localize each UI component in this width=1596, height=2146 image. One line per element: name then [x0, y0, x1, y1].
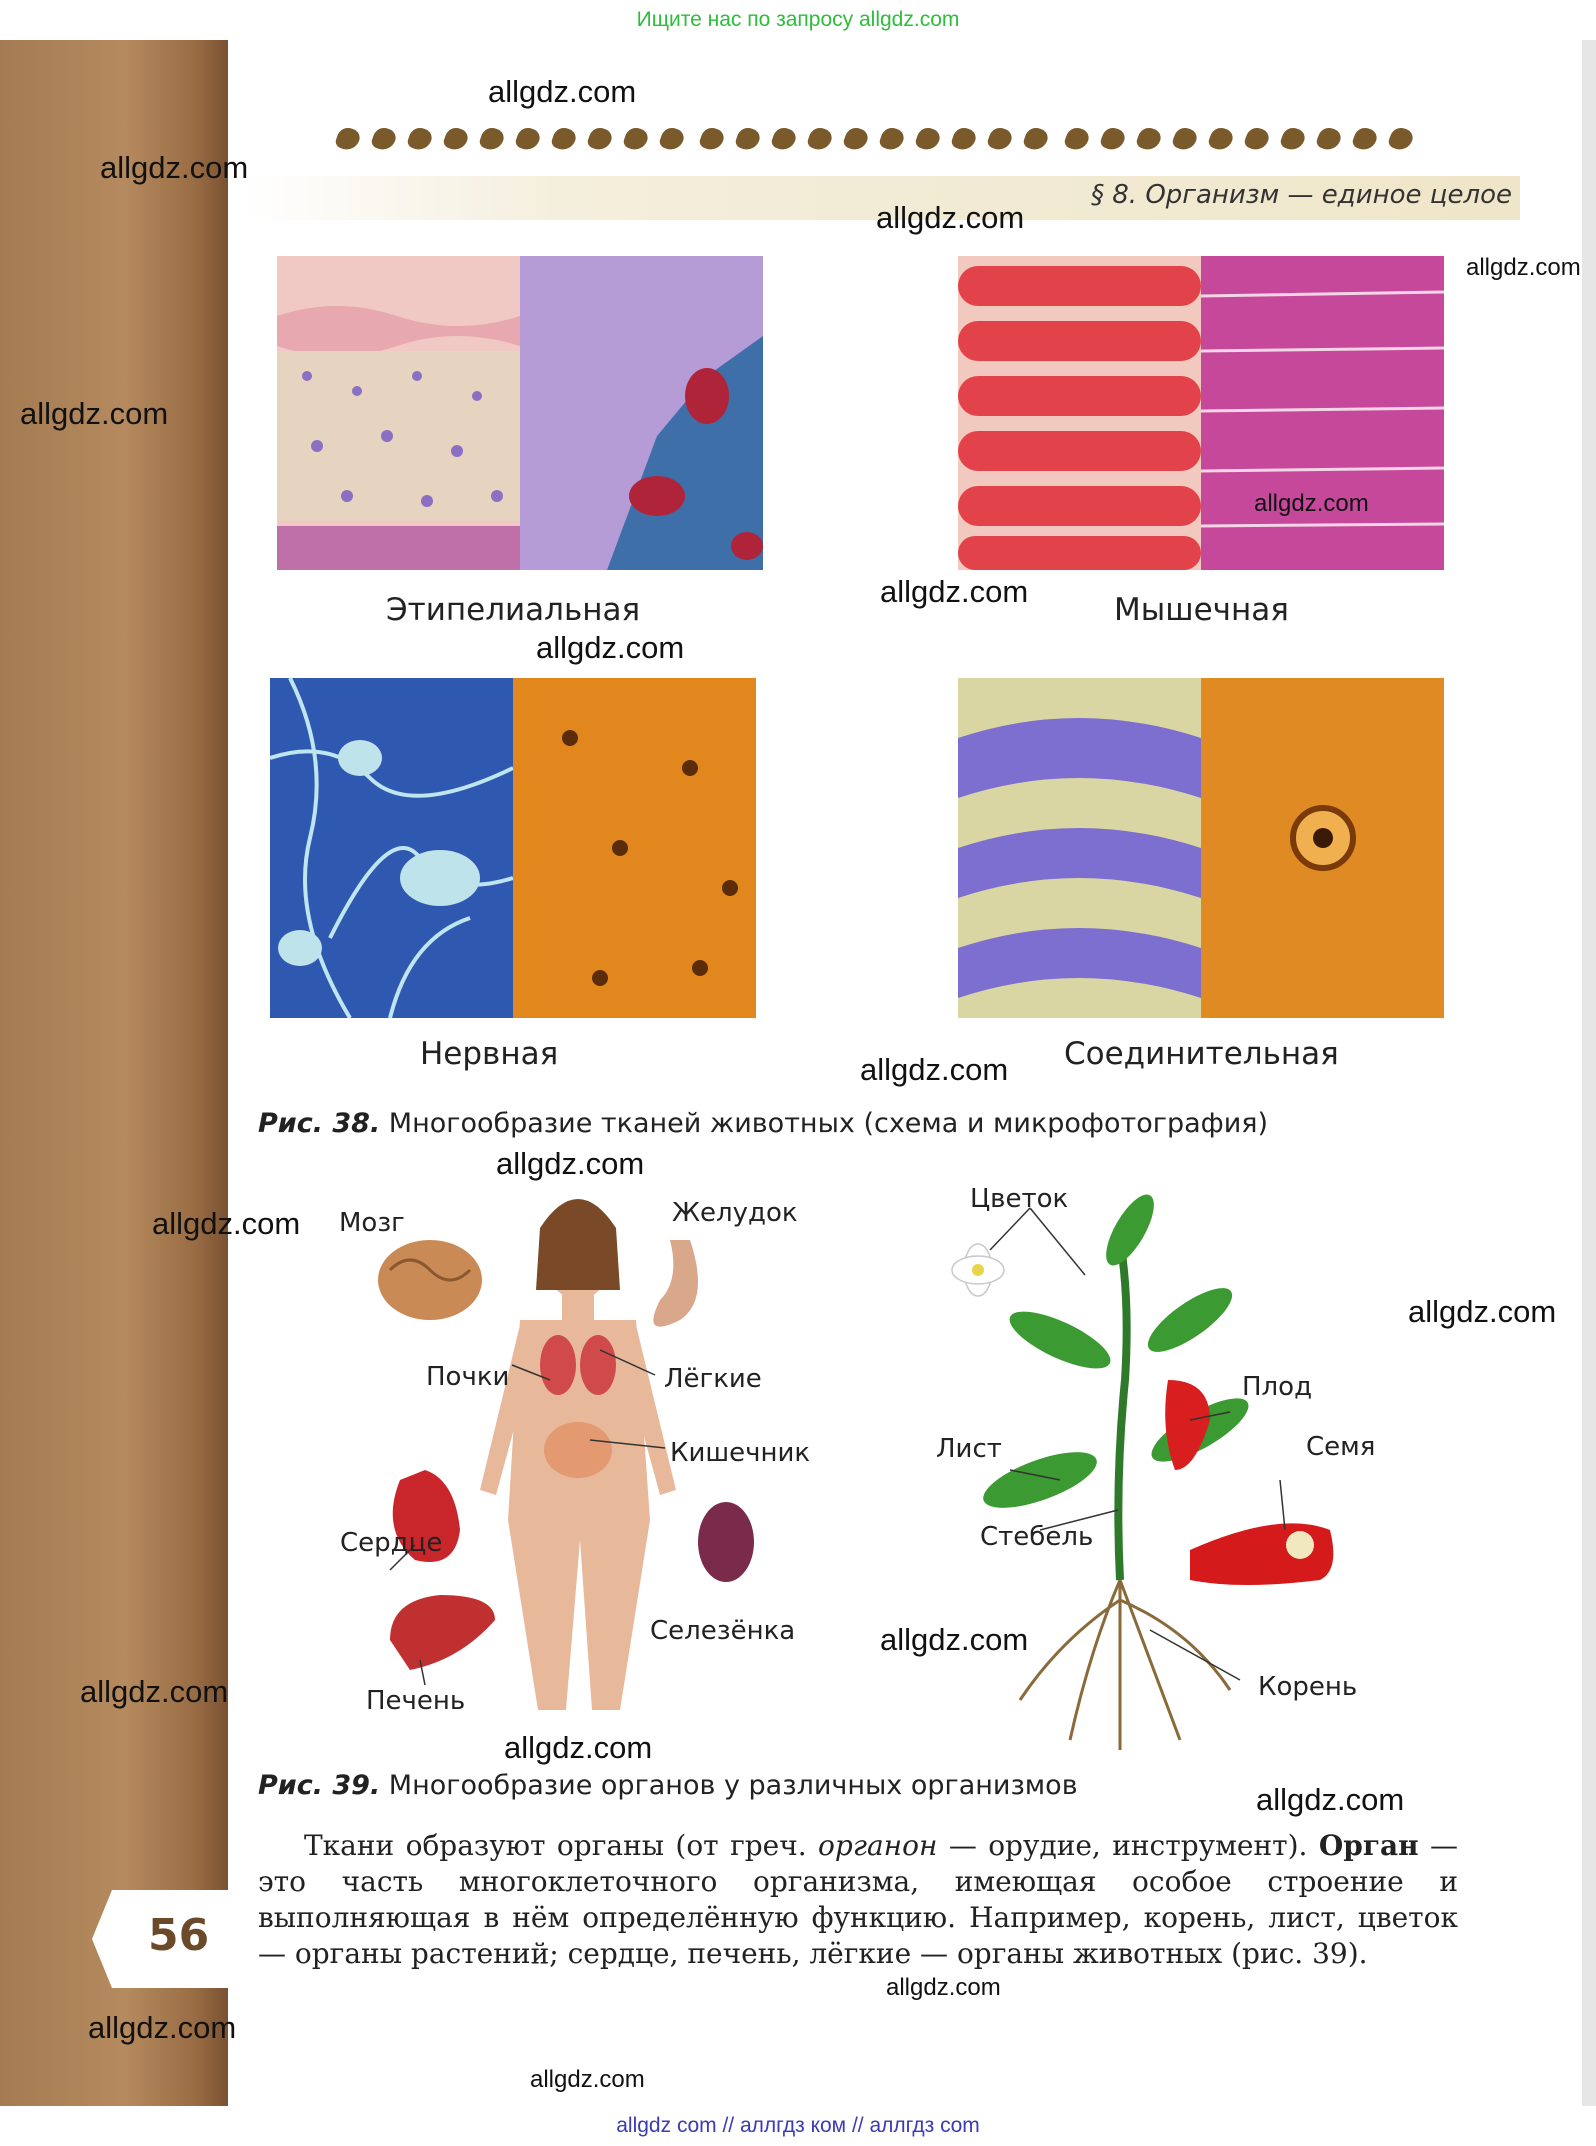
label-flower: Цветок: [970, 1184, 1069, 1214]
label-kidneys: Почки: [426, 1362, 510, 1392]
label-leaf: Лист: [936, 1434, 1002, 1464]
watermark: allgdz.com: [1254, 490, 1369, 517]
label-fruit: Плод: [1242, 1372, 1313, 1402]
watermark: allgdz.com: [496, 1146, 645, 1181]
watermark: allgdz.com: [1256, 1782, 1405, 1817]
paragraph-part: Ткани образуют органы (от греч.: [304, 1829, 819, 1862]
body-paragraph: Ткани образуют органы (от греч. органон …: [258, 1828, 1458, 1972]
animal-ornament-strip: [330, 124, 1520, 168]
watermark: allgdz.com: [536, 630, 685, 665]
watermark: allgdz.com: [20, 396, 169, 431]
watermark: allgdz.com: [530, 2066, 645, 2093]
watermark: allgdz.com: [488, 74, 637, 109]
epithelial-tissue-image: [277, 256, 763, 570]
bottom-banner[interactable]: allgdz com // аллгдз ком // аллгдз com: [616, 2114, 980, 2137]
watermark: allgdz.com: [152, 1206, 301, 1241]
label-brain: Мозг: [339, 1208, 405, 1238]
figure-38-number: Рис. 38.: [258, 1108, 381, 1139]
label-seed: Семя: [1306, 1432, 1376, 1462]
figure-39-text: Многообразие органов у различных организ…: [380, 1770, 1078, 1801]
watermark: allgdz.com: [88, 2010, 237, 2045]
page-number-tab: [92, 1890, 228, 1988]
tissue-label-connective: Соединительная: [1064, 1036, 1339, 1072]
nervous-tissue-image: [270, 678, 756, 1018]
plant-organs-illustration: [951, 1194, 1334, 1750]
tissue-label-nervous: Нервная: [420, 1036, 559, 1072]
paragraph-part: — это часть многоклеточного организма, и…: [258, 1829, 1459, 1970]
watermark: allgdz.com: [1408, 1294, 1557, 1329]
figure-38-caption: Рис. 38. Многообразие тканей животных (с…: [258, 1108, 1268, 1139]
tissue-label-muscle: Мышечная: [1114, 592, 1289, 628]
book-spine: [0, 40, 228, 2106]
figure-38-text: Многообразие тканей животных (схема и ми…: [380, 1108, 1269, 1139]
figure-39-number: Рис. 39.: [258, 1770, 381, 1801]
watermark: allgdz.com: [504, 1730, 653, 1765]
connective-tissue-image: [958, 678, 1444, 1018]
figure-39-caption: Рис. 39. Многообразие органов у различны…: [258, 1770, 1078, 1801]
watermark: allgdz.com: [886, 1974, 1001, 2001]
watermark: allgdz.com: [876, 200, 1025, 235]
label-intestine: Кишечник: [670, 1438, 811, 1468]
label-liver: Печень: [366, 1686, 466, 1716]
label-heart: Сердце: [340, 1528, 443, 1558]
section-header-band: [240, 176, 1520, 220]
top-banner[interactable]: Ищите нас по запросу allgdz.com: [636, 8, 960, 31]
label-spleen: Селезёнка: [650, 1616, 796, 1646]
paragraph-part: — орудие, инструмент).: [937, 1829, 1319, 1862]
paragraph-term-organ: Орган: [1318, 1829, 1419, 1862]
label-root: Корень: [1258, 1672, 1358, 1702]
label-lungs: Лёгкие: [664, 1364, 762, 1394]
human-organs-illustration: [378, 1199, 754, 1710]
watermark: allgdz.com: [1466, 254, 1581, 281]
page-number: 56: [148, 1910, 210, 1961]
page-edge: [1582, 40, 1596, 2106]
label-stomach: Желудок: [672, 1198, 798, 1228]
watermark: allgdz.com: [880, 1622, 1029, 1657]
watermark: allgdz.com: [880, 574, 1029, 609]
section-title: § 8. Организм — единое целое: [1090, 180, 1512, 210]
tissue-label-epithelial: Этипелиальная: [386, 592, 641, 628]
muscle-tissue-image: [958, 256, 1444, 570]
watermark: allgdz.com: [80, 1674, 229, 1709]
paragraph-term-greek: органон: [818, 1829, 938, 1862]
watermark: allgdz.com: [100, 150, 249, 185]
watermark: allgdz.com: [860, 1052, 1009, 1087]
label-stem: Стебель: [980, 1522, 1094, 1552]
